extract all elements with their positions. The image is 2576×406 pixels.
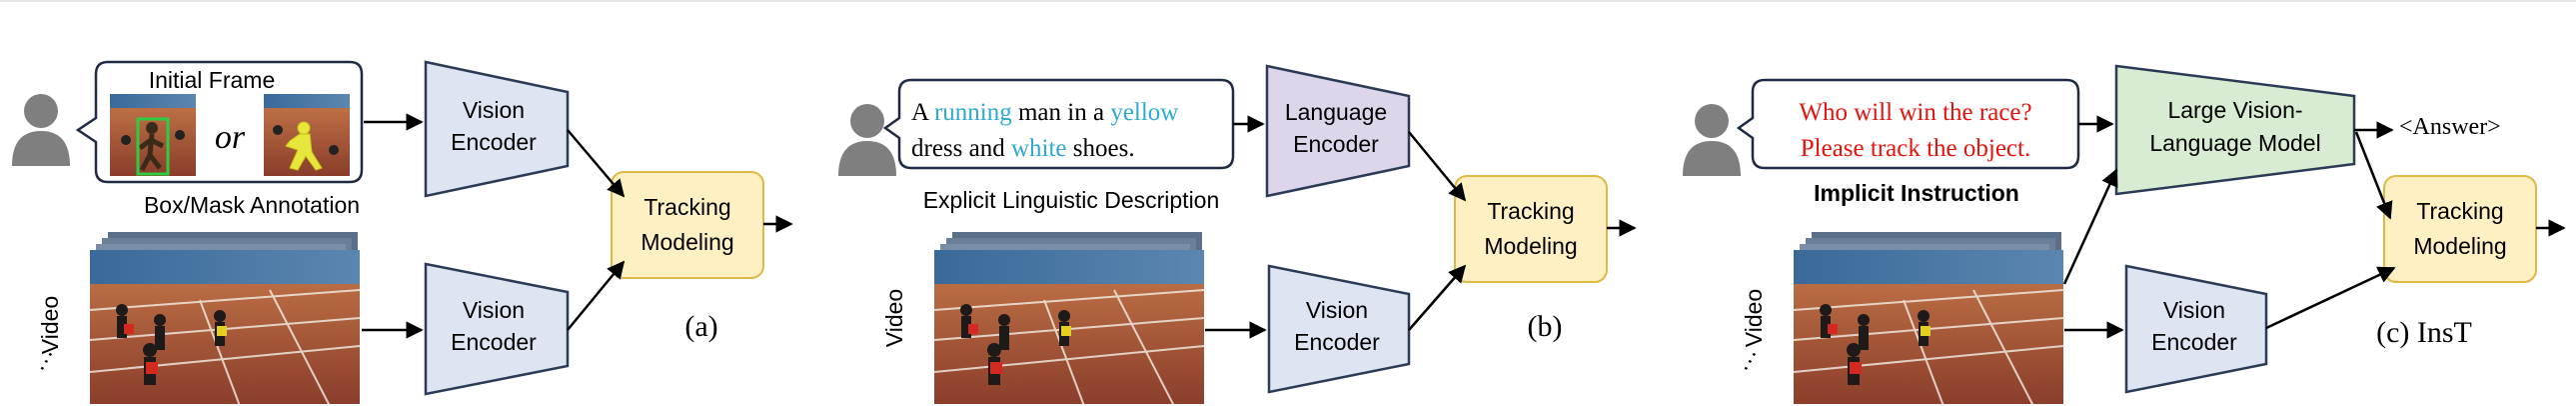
tracking-modeling-line2: Modeling: [2413, 233, 2506, 259]
vision-encoder-bottom-line2: Encoder: [1294, 329, 1380, 355]
vision-encoder-bottom: [2124, 264, 2268, 394]
panel-c-arrows: [2062, 115, 2566, 339]
panel-b-arrows: [1205, 115, 1637, 339]
person-icon: [838, 104, 896, 176]
panel-b-label: (b): [1528, 310, 1563, 343]
person-icon: [12, 94, 70, 166]
implicit-instruction-caption: Implicit Instruction: [1814, 180, 2019, 206]
video-frames: [934, 232, 1204, 404]
tracking-modeling-line1: Tracking: [644, 194, 730, 220]
description-line2: dress and white shoes.: [911, 135, 1135, 162]
language-encoder: [1265, 64, 1411, 198]
tracking-modeling-line2: Modeling: [641, 229, 733, 255]
panel-a: Initial Frame or Box/Mask Annotation: [12, 60, 793, 404]
answer-label: <Answer>: [2399, 114, 2501, 140]
description-bubble: [882, 78, 1235, 170]
tracking-modeling-box: [2383, 175, 2537, 283]
video-label: Video: [881, 289, 907, 347]
tracking-modeling-box: [1454, 175, 1608, 283]
lvlm-line2: Language Model: [2149, 130, 2320, 156]
tracking-modeling-line2: Modeling: [1484, 233, 1577, 259]
panel-c: Who will win the race? Please track the …: [1683, 64, 2566, 404]
vision-encoder-bottom-line1: Vision: [1306, 297, 1368, 323]
instruction-bubble: [1736, 78, 2080, 170]
vision-encoder-bottom-line1: Vision: [463, 297, 525, 323]
vision-encoder-top-line2: Encoder: [451, 129, 537, 155]
video-ellipsis: ···: [1732, 344, 1767, 378]
panel-a-arrows: [362, 113, 793, 339]
or-label: or: [215, 119, 246, 156]
instruction-line2: Please track the object.: [1801, 135, 2030, 162]
box-annotation-thumbnail: [110, 94, 196, 176]
language-encoder-line1: Language: [1285, 99, 1387, 125]
description-line1: A running man in a yellow: [911, 99, 1178, 126]
tracking-modeling-box: [611, 171, 764, 279]
panel-a-label: (a): [684, 310, 717, 343]
explicit-description-caption: Explicit Linguistic Description: [923, 187, 1220, 213]
vision-encoder-bottom-line2: Encoder: [2151, 329, 2237, 355]
panel-b: A running man in a yellow dress and whit…: [838, 64, 1637, 404]
highlight-yellow: yellow: [1110, 99, 1178, 126]
mask-annotation-thumbnail: [264, 94, 350, 176]
panel-c-label: (c) InsT: [2376, 316, 2472, 349]
highlight-running: running: [934, 99, 1012, 126]
tracking-modeling-line1: Tracking: [1487, 198, 1574, 224]
instruction-line1: Who will win the race?: [1799, 99, 2031, 126]
video-label: Video: [37, 296, 63, 354]
top-rule: [0, 0, 2576, 2]
vision-encoder-top: [424, 60, 570, 198]
language-encoder-line2: Encoder: [1293, 131, 1379, 157]
lvlm-line1: Large Vision-: [2167, 97, 2302, 123]
box-annotation: [136, 117, 170, 176]
initial-frame-label: Initial Frame: [149, 67, 276, 93]
highlight-white: white: [1011, 135, 1067, 162]
video-label: Video: [1741, 289, 1767, 347]
vision-encoder-bottom-line1: Vision: [2163, 297, 2225, 323]
vision-encoder-bottom: [424, 262, 570, 396]
annotation-caption: Box/Mask Annotation: [144, 192, 360, 218]
vision-encoder-top-line1: Vision: [463, 97, 525, 123]
tracking-modeling-line1: Tracking: [2416, 198, 2503, 224]
vision-encoder-bottom-line2: Encoder: [451, 329, 537, 355]
vision-encoder-bottom: [1267, 264, 1411, 394]
person-icon: [1683, 104, 1741, 176]
video-frames: [90, 232, 360, 404]
video-frames: [1794, 232, 2063, 404]
large-vision-language-model: [2114, 64, 2356, 196]
mask-annotation: [285, 121, 323, 171]
